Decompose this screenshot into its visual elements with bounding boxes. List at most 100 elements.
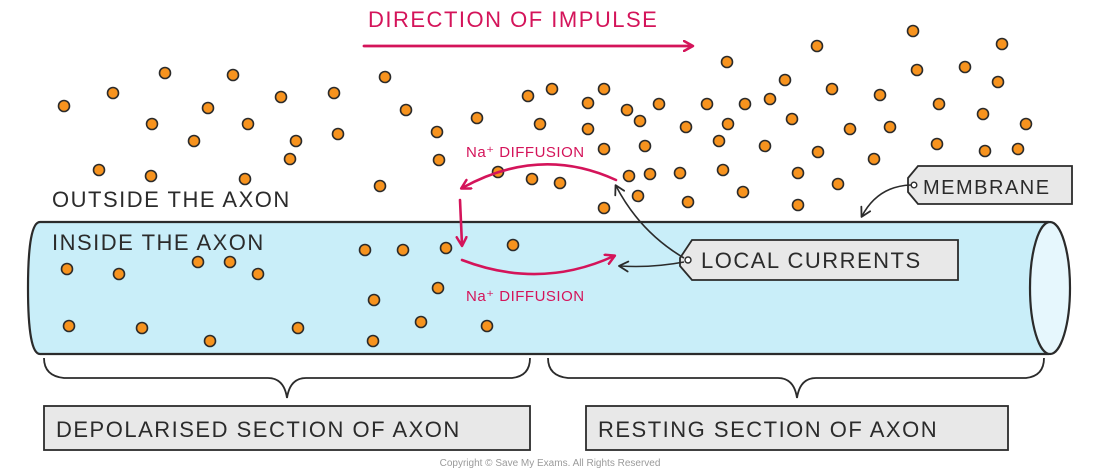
sodium-ion [778, 73, 792, 87]
sodium-ion [720, 55, 734, 69]
sodium-ion [60, 262, 74, 276]
sodium-ion [62, 319, 76, 333]
sodium-ion [366, 334, 380, 348]
sodium-ion [810, 39, 824, 53]
sodium-ion [597, 142, 611, 156]
sodium-ion [825, 82, 839, 96]
sodium-ion [906, 24, 920, 38]
sodium-ion [274, 90, 288, 104]
depolarised-label: DEPOLARISED SECTION OF AXON [56, 417, 461, 442]
sodium-ion [883, 120, 897, 134]
na-diffusion-top-label: Na⁺ DIFFUSION [466, 144, 585, 161]
direction-of-impulse: DIRECTION OF IMPULSE [362, 7, 692, 46]
sodium-ion [158, 66, 172, 80]
sodium-ion [439, 241, 453, 255]
sodium-ion [223, 255, 237, 269]
na-diffusion-bottom-arrow [460, 256, 614, 276]
sodium-ion [738, 97, 752, 111]
copyright-text: Copyright © Save My Exams. All Rights Re… [440, 458, 661, 469]
sodium-ion [283, 152, 297, 166]
sodium-ion [145, 117, 159, 131]
depolarised-brace [43, 357, 531, 399]
sodium-ion [521, 89, 535, 103]
local-currents-pointer-upper [614, 184, 685, 259]
sodium-ion [430, 125, 444, 139]
resting-box [585, 405, 1009, 451]
sodium-ion [358, 243, 372, 257]
depolarised-section: DEPOLARISED SECTION OF AXON [43, 405, 531, 451]
sodium-ion [553, 176, 567, 190]
sodium-ion [622, 169, 636, 183]
membrane-pointer [860, 184, 912, 218]
sodium-ion [633, 114, 647, 128]
local-currents-tag-box [679, 239, 959, 281]
sodium-ion [399, 103, 413, 117]
sodium-ion [203, 334, 217, 348]
sodium-ion [581, 122, 595, 136]
membrane-tag-hole-icon [910, 181, 918, 189]
sodium-ion [867, 152, 881, 166]
inside-axon-label: INSIDE THE AXON [52, 230, 265, 255]
sodium-ion [367, 293, 381, 307]
sodium-ion [785, 112, 799, 126]
sodium-ion [681, 195, 695, 209]
sodium-ion [331, 127, 345, 141]
sodium-ion [712, 134, 726, 148]
sodium-ion [932, 97, 946, 111]
sodium-ion [238, 172, 252, 186]
sodium-ion [978, 144, 992, 158]
sodium-ion [910, 63, 924, 77]
sodium-ion [187, 134, 201, 148]
sodium-ion [763, 92, 777, 106]
sodium-ion [995, 37, 1009, 51]
sodium-ion [396, 243, 410, 257]
sodium-ion [327, 86, 341, 100]
sodium-ion [525, 172, 539, 186]
na-diffusion-top-arrow [462, 163, 618, 188]
na-diffusion-down-arrow [460, 198, 462, 245]
outside-axon-label: OUTSIDE THE AXON [52, 187, 291, 212]
sodium-ion [721, 117, 735, 131]
sodium-ion [112, 267, 126, 281]
sodium-ion [652, 97, 666, 111]
sodium-ion [135, 321, 149, 335]
sodium-ion [631, 189, 645, 203]
sodium-ion [431, 281, 445, 295]
axon-end-cap [1028, 220, 1072, 356]
sodium-ion [758, 139, 772, 153]
sodium-ion [843, 122, 857, 136]
sodium-ion [226, 68, 240, 82]
sodium-ion [92, 163, 106, 177]
sodium-ion [506, 238, 520, 252]
sodium-ion [414, 315, 428, 329]
sodium-ion [673, 166, 687, 180]
sodium-ion [581, 96, 595, 110]
sodium-ion [873, 88, 887, 102]
sodium-ion [831, 177, 845, 191]
sodium-ion [930, 137, 944, 151]
sodium-ion [1011, 142, 1025, 156]
sodium-ion [643, 167, 657, 181]
sodium-ion [241, 117, 255, 131]
sodium-ion [57, 99, 71, 113]
sodium-ion [700, 97, 714, 111]
membrane-label: MEMBRANE [923, 177, 1051, 199]
sodium-ion [811, 145, 825, 159]
sodium-ion [597, 201, 611, 215]
sodium-ion [716, 163, 730, 177]
local-currents-tag-hole-icon [684, 256, 692, 264]
sodium-ion [291, 321, 305, 335]
sodium-ion [791, 198, 805, 212]
na-diffusion-bottom-label: Na⁺ DIFFUSION [466, 288, 585, 305]
local-currents-label: LOCAL CURRENTS [701, 248, 922, 273]
sodium-ion [679, 120, 693, 134]
sodium-ion [144, 169, 158, 183]
direction-label: DIRECTION OF IMPULSE [368, 7, 658, 32]
local-currents-tag: LOCAL CURRENTS [614, 184, 959, 281]
section-braces [43, 357, 1045, 399]
sodium-ion [991, 75, 1005, 89]
sodium-ion [470, 111, 484, 125]
sodium-ion [958, 60, 972, 74]
sodium-ion [251, 267, 265, 281]
membrane-tag-box [907, 165, 1073, 205]
